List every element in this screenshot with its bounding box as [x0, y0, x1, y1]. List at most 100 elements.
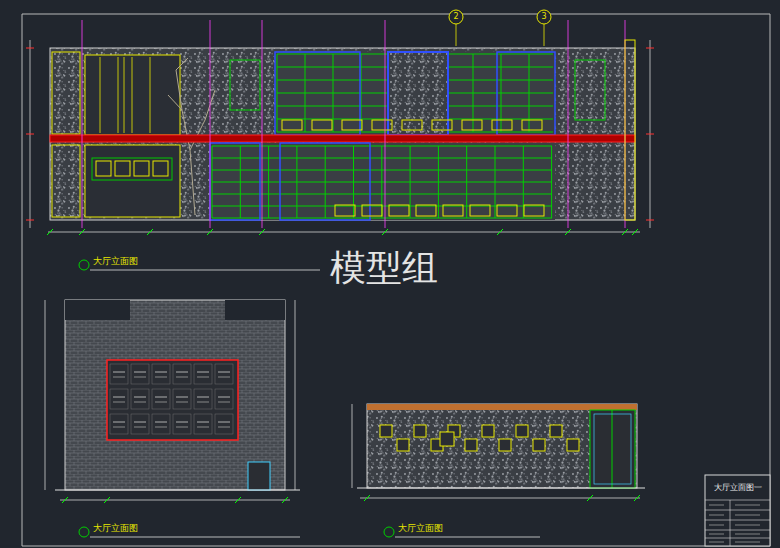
line — [155, 422, 167, 423]
line — [60, 500, 290, 501]
outline — [225, 300, 285, 320]
outline — [50, 135, 635, 142]
line — [565, 229, 571, 235]
outline — [194, 414, 212, 434]
line — [210, 20, 211, 228]
outline — [335, 205, 355, 216]
line — [197, 422, 209, 423]
outline — [389, 205, 409, 216]
line — [357, 488, 645, 489]
outline — [248, 462, 270, 490]
line — [587, 495, 593, 501]
line — [735, 542, 760, 543]
line — [218, 402, 230, 403]
outline — [115, 161, 130, 176]
line — [709, 534, 724, 535]
line — [134, 422, 146, 423]
outline — [524, 205, 544, 216]
line — [134, 402, 146, 403]
outline — [50, 48, 635, 220]
outline — [362, 205, 382, 216]
line — [632, 229, 638, 235]
outline — [497, 205, 517, 216]
line — [118, 57, 119, 133]
line — [176, 402, 188, 403]
line — [176, 377, 188, 378]
outline — [65, 300, 285, 490]
line — [190, 150, 195, 215]
line — [622, 229, 628, 235]
line — [735, 515, 760, 516]
line — [197, 377, 209, 378]
line — [212, 194, 552, 195]
outline — [215, 414, 233, 434]
outline — [367, 404, 637, 488]
line — [45, 300, 46, 490]
line — [176, 397, 188, 398]
line — [100, 57, 101, 133]
outline — [107, 360, 238, 440]
outline — [590, 410, 635, 488]
line — [90, 270, 320, 271]
outline — [380, 425, 392, 437]
line — [155, 427, 167, 428]
line — [705, 530, 770, 531]
outline — [275, 52, 555, 135]
line — [155, 397, 167, 398]
line — [705, 510, 770, 511]
line — [646, 220, 654, 221]
line — [612, 410, 613, 488]
line — [197, 402, 209, 403]
outline — [92, 158, 172, 180]
outline — [516, 425, 528, 437]
line — [262, 20, 263, 228]
outline — [210, 143, 260, 220]
outline — [131, 414, 149, 434]
outline — [153, 161, 168, 176]
line — [218, 422, 230, 423]
outline — [152, 364, 170, 384]
line — [709, 525, 724, 526]
line — [132, 57, 133, 133]
line — [82, 20, 83, 228]
outline — [215, 389, 233, 409]
line — [770, 14, 771, 546]
line — [79, 229, 85, 235]
outline — [482, 425, 494, 437]
line — [709, 542, 724, 543]
outline — [470, 205, 490, 216]
outline — [522, 120, 542, 130]
line — [22, 14, 23, 546]
outline — [110, 389, 128, 409]
outline — [134, 161, 149, 176]
callout-number: 2 — [453, 13, 458, 21]
outline — [497, 52, 555, 135]
line — [22, 14, 770, 15]
view-title: 大厅立面图 — [93, 257, 138, 266]
outline — [85, 55, 180, 135]
line — [147, 229, 153, 235]
outline — [173, 364, 191, 384]
line — [735, 534, 760, 535]
line — [134, 397, 146, 398]
outline — [465, 439, 477, 451]
linework — [22, 10, 770, 546]
line — [382, 229, 388, 235]
line — [352, 404, 353, 488]
line — [47, 229, 53, 235]
outline — [492, 120, 512, 130]
line — [113, 377, 125, 378]
line — [212, 218, 552, 219]
line — [212, 170, 552, 171]
outline — [367, 404, 637, 410]
line — [705, 538, 770, 539]
line — [568, 20, 569, 228]
outline — [173, 389, 191, 409]
line — [48, 232, 640, 233]
callout-number: 3 — [541, 13, 546, 21]
line — [113, 397, 125, 398]
line — [259, 229, 265, 235]
line — [212, 158, 552, 159]
outline — [440, 432, 454, 446]
